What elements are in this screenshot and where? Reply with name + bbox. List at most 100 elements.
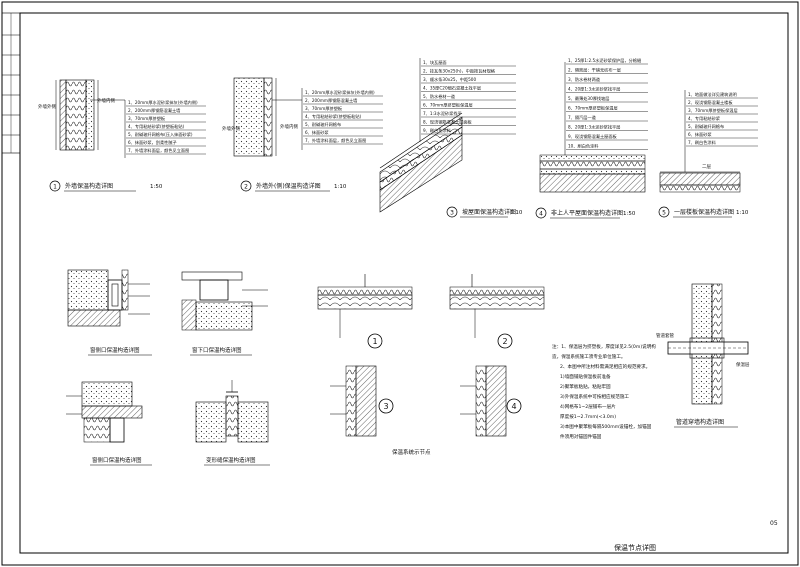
- detail-4-scale: 1:50: [623, 211, 636, 217]
- detail-2-inside-label: 外墙内侧: [280, 123, 298, 130]
- layer-line: 1、块瓦屋面: [423, 59, 447, 66]
- layer-line: 1、20mm厚水泥砂浆抹灰(外墙内侧): [305, 89, 375, 96]
- detail-5-index-circle: [658, 206, 670, 218]
- layer-line: 2、200mm厚钢筋混凝土墙: [305, 97, 357, 104]
- layer-line: 7、隔汽层一道: [568, 114, 597, 121]
- layer-line: 4、20厚1:3水泥砂浆找平层: [568, 86, 620, 93]
- note-line: 3)外保温系统中可按相应规范施工: [560, 393, 629, 400]
- detail-2-wall-section: 1、20mm厚水泥砂浆抹灰(外墙内侧)2、200mm厚钢筋混凝土墙3、70mm厚…: [222, 77, 383, 192]
- layer-line: 6、抹面砂浆: [688, 131, 712, 138]
- svg-text:1: 1: [372, 337, 377, 346]
- layer-line: 2、挂瓦条30x25(h)，中距按瓦材规格: [423, 68, 496, 75]
- sheet-number: 05: [770, 520, 778, 527]
- svg-text:3: 3: [383, 402, 388, 411]
- note-line: 2、本图中所注材料需满足相应的规范要求。: [560, 363, 650, 370]
- layer-line: 2、现浇钢筋混凝土楼板: [688, 99, 733, 106]
- detail-4-number: 4: [539, 211, 543, 218]
- detail-2-outside-label: 外墙外侧: [222, 125, 240, 132]
- layer-line: 3、防水卷材两道: [568, 76, 601, 83]
- note-line: 注：1、保温层为挤塑板，厚度详见2.5(0m)说明构: [552, 343, 656, 350]
- detail-4-index-circle: [535, 207, 547, 219]
- layer-line: 6、70mm厚挤塑板保温层: [568, 105, 618, 112]
- detail-3-title: 坡屋面保温构造详图: [462, 208, 516, 216]
- layer-line: 7、外墙涂料面层，颜色见立面图: [305, 137, 366, 144]
- layer-line: 2、隔离层：干铺无纺布一层: [568, 67, 621, 74]
- layer-line: 7、刷白色涂料: [688, 139, 717, 146]
- note-line: 2)聚苯板粘贴，粘贴牢固: [560, 383, 611, 390]
- system-detail-1: 1: [317, 274, 413, 349]
- layer-line: 9、刷白色涂料: [423, 127, 452, 134]
- detail-2-index-circle: [240, 180, 252, 192]
- layer-line: 3、70mm厚挤塑板: [305, 105, 343, 112]
- general-notes: 注：1、保温层为挤塑板，厚度详见2.5(0m)说明构造，保温系统施工须专业单位施…: [552, 343, 656, 440]
- detail-1-number: 1: [53, 184, 57, 191]
- layer-line: 6、70mm厚挤塑板保温层: [423, 102, 473, 109]
- detail-2-number: 2: [244, 184, 248, 191]
- window-side-detail-a: 窗侧口保温构造详图: [67, 269, 152, 356]
- note-line: 1)墙面铺贴保温板前准备: [560, 373, 611, 380]
- pipe-penetration-detail: 管道套管 保温层 管道穿墙构造详图: [656, 283, 750, 428]
- detail-2-title: 外墙外(侧)保温构造详图: [256, 182, 321, 190]
- detail-5-floor-slab: 二层 1、地面做法详见建筑说明2、现浇钢筋混凝土楼板3、70mm厚挤塑板保温层4…: [658, 90, 758, 218]
- layer-line: 3、顺水条30x25，中距500: [423, 76, 476, 83]
- layer-line: 9、现浇钢筋混凝土屋面板: [568, 133, 618, 140]
- expansion-joint-detail: 变形缝保温构造详图: [195, 380, 270, 466]
- window-sill-detail: 窗下口保温构造详图: [181, 271, 268, 356]
- layer-line: 1、20mm厚水泥砂浆抹灰(外墙内侧): [128, 99, 198, 106]
- window-side-detail-b: 窗侧口保温构造详图: [66, 381, 152, 466]
- svg-text:4: 4: [511, 402, 516, 411]
- detail-5-title: 一层楼板保温构造详图: [674, 208, 734, 216]
- pipe-sleeve-label: 管道套管: [656, 332, 674, 339]
- layer-line: 4、专用粘结砂浆(挤塑板粘贴): [128, 123, 185, 130]
- detail-3-number: 3: [450, 210, 454, 217]
- layer-line: 8、20厚1:3水泥砂浆找平层: [568, 124, 620, 131]
- pipe-insulation-label: 保温层: [736, 361, 750, 368]
- layer-line: 8、现浇钢筋混凝土屋面板: [423, 119, 473, 126]
- layer-line: 1、地面做法详见建筑说明: [688, 91, 737, 98]
- note-line: 3)本图中聚苯板每隔500mm设锚栓，加锚固: [560, 423, 652, 430]
- layer-line: 3、70mm厚挤塑板保温层: [688, 107, 738, 114]
- layer-line: 6、抹面砂浆，刮柔性腻子: [128, 139, 177, 146]
- layer-line: 3、70mm厚挤塑板: [128, 115, 166, 122]
- layer-line: 4、专用粘结砂浆: [688, 115, 721, 122]
- detail-1-wall-section: 1、20mm厚水泥砂浆抹灰(外墙内侧)2、200mm厚钢筋混凝土墙3、70mm厚…: [38, 79, 206, 192]
- system-detail-2: 2: [449, 274, 545, 349]
- layer-line: 10、刷白色涂料: [568, 143, 599, 150]
- detail-5-scale: 1:10: [736, 210, 749, 216]
- layer-line: 5、耐碱玻纤网格布(压入抹面砂浆): [128, 131, 193, 138]
- detail-1-layer-list: 1、20mm厚水泥砂浆抹灰(外墙内侧)2、200mm厚钢筋混凝土墙3、70mm厚…: [126, 99, 206, 155]
- layer-line: 7、外墙涂料面层，颜色见立面图: [128, 147, 189, 154]
- system-details-caption: 保温系统示节点: [392, 448, 431, 456]
- window-side-b-title: 窗侧口保温构造详图: [92, 456, 142, 464]
- detail-5-level-mark: 二层: [702, 164, 711, 170]
- detail-4-layer-list: 1、25厚1:2.5水泥砂浆保护层，分格缝 2、隔离层：干铺无纺布一层 3、防水卷材…: [566, 57, 648, 150]
- layer-line: 5、耐碱玻纤网格布: [688, 123, 724, 130]
- layer-line: 7、1:3水泥砂浆找平: [423, 110, 462, 117]
- detail-2-scale: 1:10: [334, 184, 347, 190]
- detail-4-flat-roof: 1、25厚1:2.5水泥砂浆保护层，分格缝 2、隔离层：干铺无纺布一层 3、防水卷材…: [535, 57, 648, 219]
- layer-line: 4、35厚C20细石混凝土找平层: [423, 85, 481, 92]
- layer-line: 2、200mm厚钢筋混凝土墙: [128, 107, 180, 114]
- sheet-title: 保温节点详图: [614, 544, 656, 552]
- detail-5-number: 5: [662, 210, 666, 217]
- system-detail-4: 4: [460, 365, 522, 437]
- detail-3-index-circle: [446, 206, 458, 218]
- detail-3-sloped-roof: 1、块瓦屋面 2、挂瓦条30x25(h)，中距按瓦材规格3、顺水条30x25，中距…: [379, 58, 523, 218]
- detail-1-inside-label: 外墙内侧: [97, 97, 115, 104]
- detail-3-scale: 1:10: [510, 210, 523, 216]
- window-side-a-title: 窗侧口保温构造详图: [90, 346, 140, 354]
- detail-4-title: 非上人平屋面保温构造详图: [551, 209, 623, 217]
- layer-line: 6、抹面砂浆: [305, 129, 329, 136]
- detail-3-layer-list: 1、块瓦屋面 2、挂瓦条30x25(h)，中距按瓦材规格3、顺水条30x25，中距…: [421, 59, 516, 135]
- svg-text:2: 2: [502, 337, 507, 346]
- detail-1-title: 外墙保温构造详图: [65, 182, 113, 190]
- system-detail-3: 3: [330, 365, 394, 437]
- layer-line: 5、最薄处30厚找坡层: [568, 95, 610, 102]
- detail-1-scale: 1:50: [150, 184, 163, 190]
- detail-5-layer-list: 1、地面做法详见建筑说明2、现浇钢筋混凝土楼板3、70mm厚挤塑板保温层4、专用…: [686, 91, 758, 147]
- note-line: 厚度按1~2.7mm(<3.0m): [560, 413, 616, 420]
- pipe-detail-title: 管道穿墙构造详图: [676, 418, 724, 426]
- layer-line: 1、25厚1:2.5水泥砂浆保护层，分格缝: [568, 57, 642, 64]
